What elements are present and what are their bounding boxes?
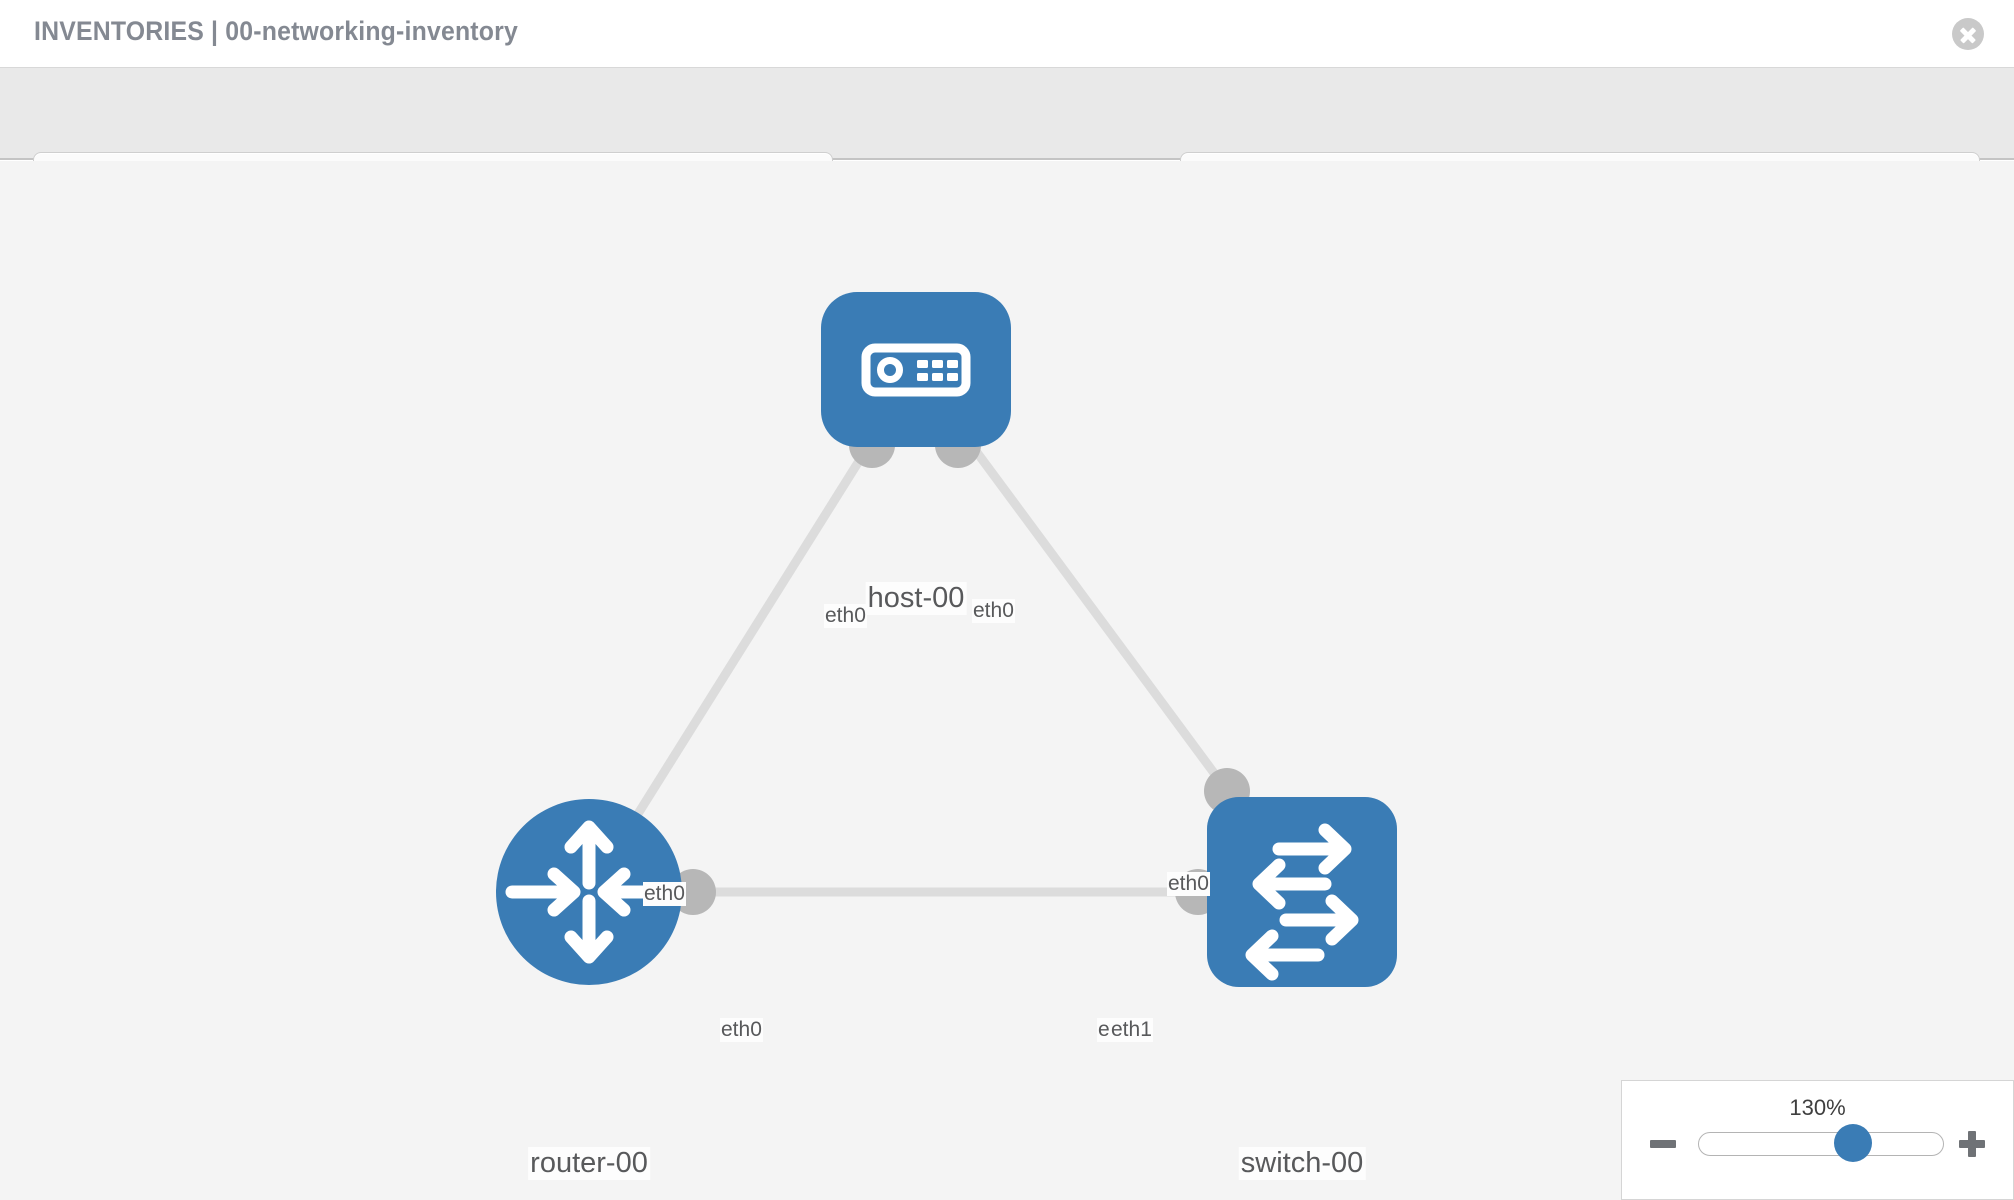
node-router-00[interactable] <box>496 799 682 985</box>
port-group <box>670 422 1250 915</box>
port-label-host-eth0-left: eth0 <box>824 604 867 628</box>
node-label-router-00: router-00 <box>528 1147 650 1180</box>
node-router-00-shape[interactable] <box>496 799 682 985</box>
port-label-switch-eth0-diag: eth0 <box>1167 872 1210 896</box>
port-label-router-eth0-diag: eth0 <box>643 882 686 906</box>
topology-graph <box>496 292 1397 987</box>
node-switch-00[interactable] <box>1207 797 1397 987</box>
toolbar: ACTIONS SEARCH <box>0 68 2014 209</box>
port-label-host-eth0-right: eth0 <box>972 599 1015 623</box>
port-label-switch-eth1: eth1 <box>1110 1018 1153 1042</box>
switch-arrows-icon <box>1245 823 1359 981</box>
minus-icon <box>1650 1140 1676 1148</box>
zoom-slider-thumb[interactable] <box>1833 1124 1872 1162</box>
plus-icon-vertical <box>1968 1131 1976 1157</box>
zoom-out-button[interactable] <box>1648 1129 1678 1159</box>
zoom-in-button[interactable] <box>1957 1129 1987 1159</box>
server-icon <box>861 343 971 397</box>
port-label-router-eth0: eth0 <box>720 1018 763 1042</box>
page-title: INVENTORIES | 00-networking-inventory <box>34 16 518 46</box>
router-arrows-icon <box>505 820 673 964</box>
zoom-slider-track[interactable] <box>1698 1132 1944 1156</box>
page-header: INVENTORIES | 00-networking-inventory <box>0 0 2014 68</box>
close-icon[interactable] <box>1952 18 1984 50</box>
node-label-host-00: host-00 <box>865 582 967 615</box>
topology-canvas[interactable]: eth0 eth0 eth0 eth0 eth0 eth0 eth1 host-… <box>0 161 2014 1200</box>
zoom-level-value: 130% <box>1789 1095 1846 1120</box>
node-host-00-shape[interactable] <box>821 292 1011 447</box>
zoom-control-panel: 130% <box>1621 1080 2014 1200</box>
node-host-00[interactable] <box>821 292 1011 447</box>
node-label-switch-00: switch-00 <box>1238 1147 1366 1180</box>
